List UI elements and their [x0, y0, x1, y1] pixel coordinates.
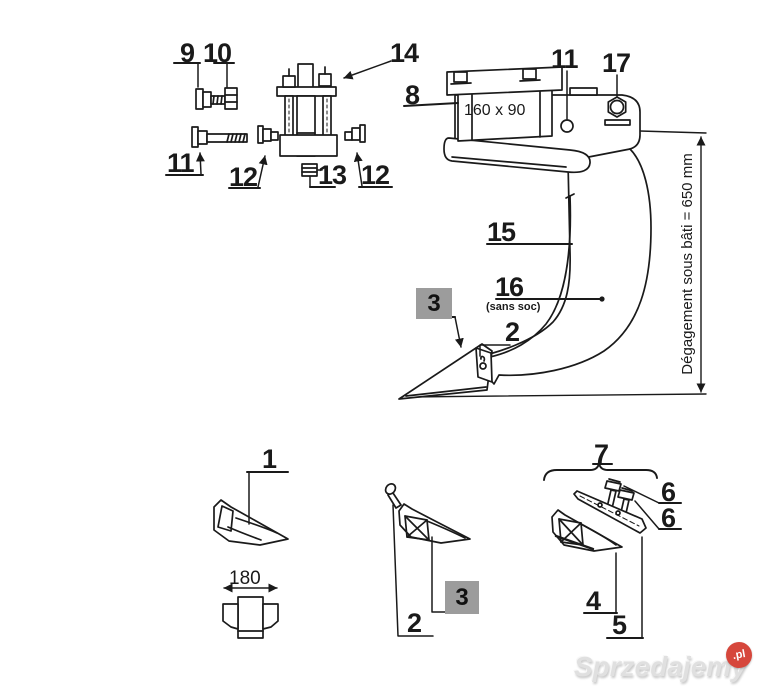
share-4-drawing	[551, 509, 623, 552]
part-label-8: 8	[405, 80, 420, 110]
part-label-4: 4	[586, 586, 601, 616]
tine-shank-drawing	[454, 87, 652, 385]
blade-5-drawing	[573, 490, 647, 534]
side-bolt-12-left-drawing	[257, 125, 279, 144]
part-label-5: 5	[612, 610, 627, 640]
part-label-2-top: 2	[505, 317, 520, 347]
share-1-drawing	[213, 499, 289, 546]
part-label-2-bottom: 2	[407, 608, 422, 638]
part-label-6-upper: 6	[661, 477, 676, 507]
share-assembly-drawing	[543, 462, 658, 552]
part-label-17: 17	[602, 48, 631, 78]
part-label-3-top: 3	[416, 288, 452, 319]
bolt-assembly-9-10	[195, 87, 238, 110]
main-frog	[475, 347, 493, 383]
part-label-15: 15	[487, 217, 516, 247]
clearance-dimension	[405, 130, 707, 398]
main-share-drawing	[398, 343, 493, 400]
nut-13-drawing	[301, 163, 318, 177]
part-label-11-top: 11	[551, 44, 579, 74]
part-label-11-left: 11	[167, 148, 195, 178]
bolt-17-drawing	[604, 96, 631, 126]
part-label-1: 1	[262, 444, 277, 474]
clamp-assembly-14-drawing	[276, 63, 338, 177]
part-label-9: 9	[180, 38, 195, 68]
bracket-bolt-left	[450, 71, 472, 85]
part-label-7: 7	[594, 439, 609, 469]
bracket-size-label: 160 x 90	[464, 102, 526, 119]
part-label-3-bottom: 3	[445, 581, 479, 614]
part-label-10: 10	[203, 38, 232, 68]
part-label-6-lower: 6	[661, 503, 676, 533]
bracket-drawing	[443, 66, 591, 174]
width-dimension-label: 180	[229, 568, 261, 589]
part-label-16-note: (sans soc)	[486, 301, 541, 313]
share-front-view-drawing	[222, 583, 279, 639]
bracket-bolt-right	[519, 68, 541, 82]
clearance-label: Dégagement sous bâti = 650 mm	[679, 153, 696, 375]
plow-bolt-drawing	[384, 483, 397, 495]
shin-edge	[489, 195, 572, 358]
part-label-14: 14	[390, 38, 419, 68]
bracket-bottom-plate	[443, 137, 591, 174]
arm-top-tab	[569, 87, 598, 96]
arm-hole	[560, 119, 574, 133]
side-bolt-12-right-drawing	[344, 124, 366, 143]
part-label-12-left: 12	[229, 162, 258, 192]
share-exploded-drawing	[384, 483, 471, 544]
watermark-brand: Sprzedajemy	[574, 651, 747, 682]
long-bolt-11-drawing	[191, 126, 248, 148]
part-label-13: 13	[318, 160, 347, 190]
part-label-16: 16	[495, 272, 524, 302]
part-label-12-right: 12	[361, 160, 390, 190]
